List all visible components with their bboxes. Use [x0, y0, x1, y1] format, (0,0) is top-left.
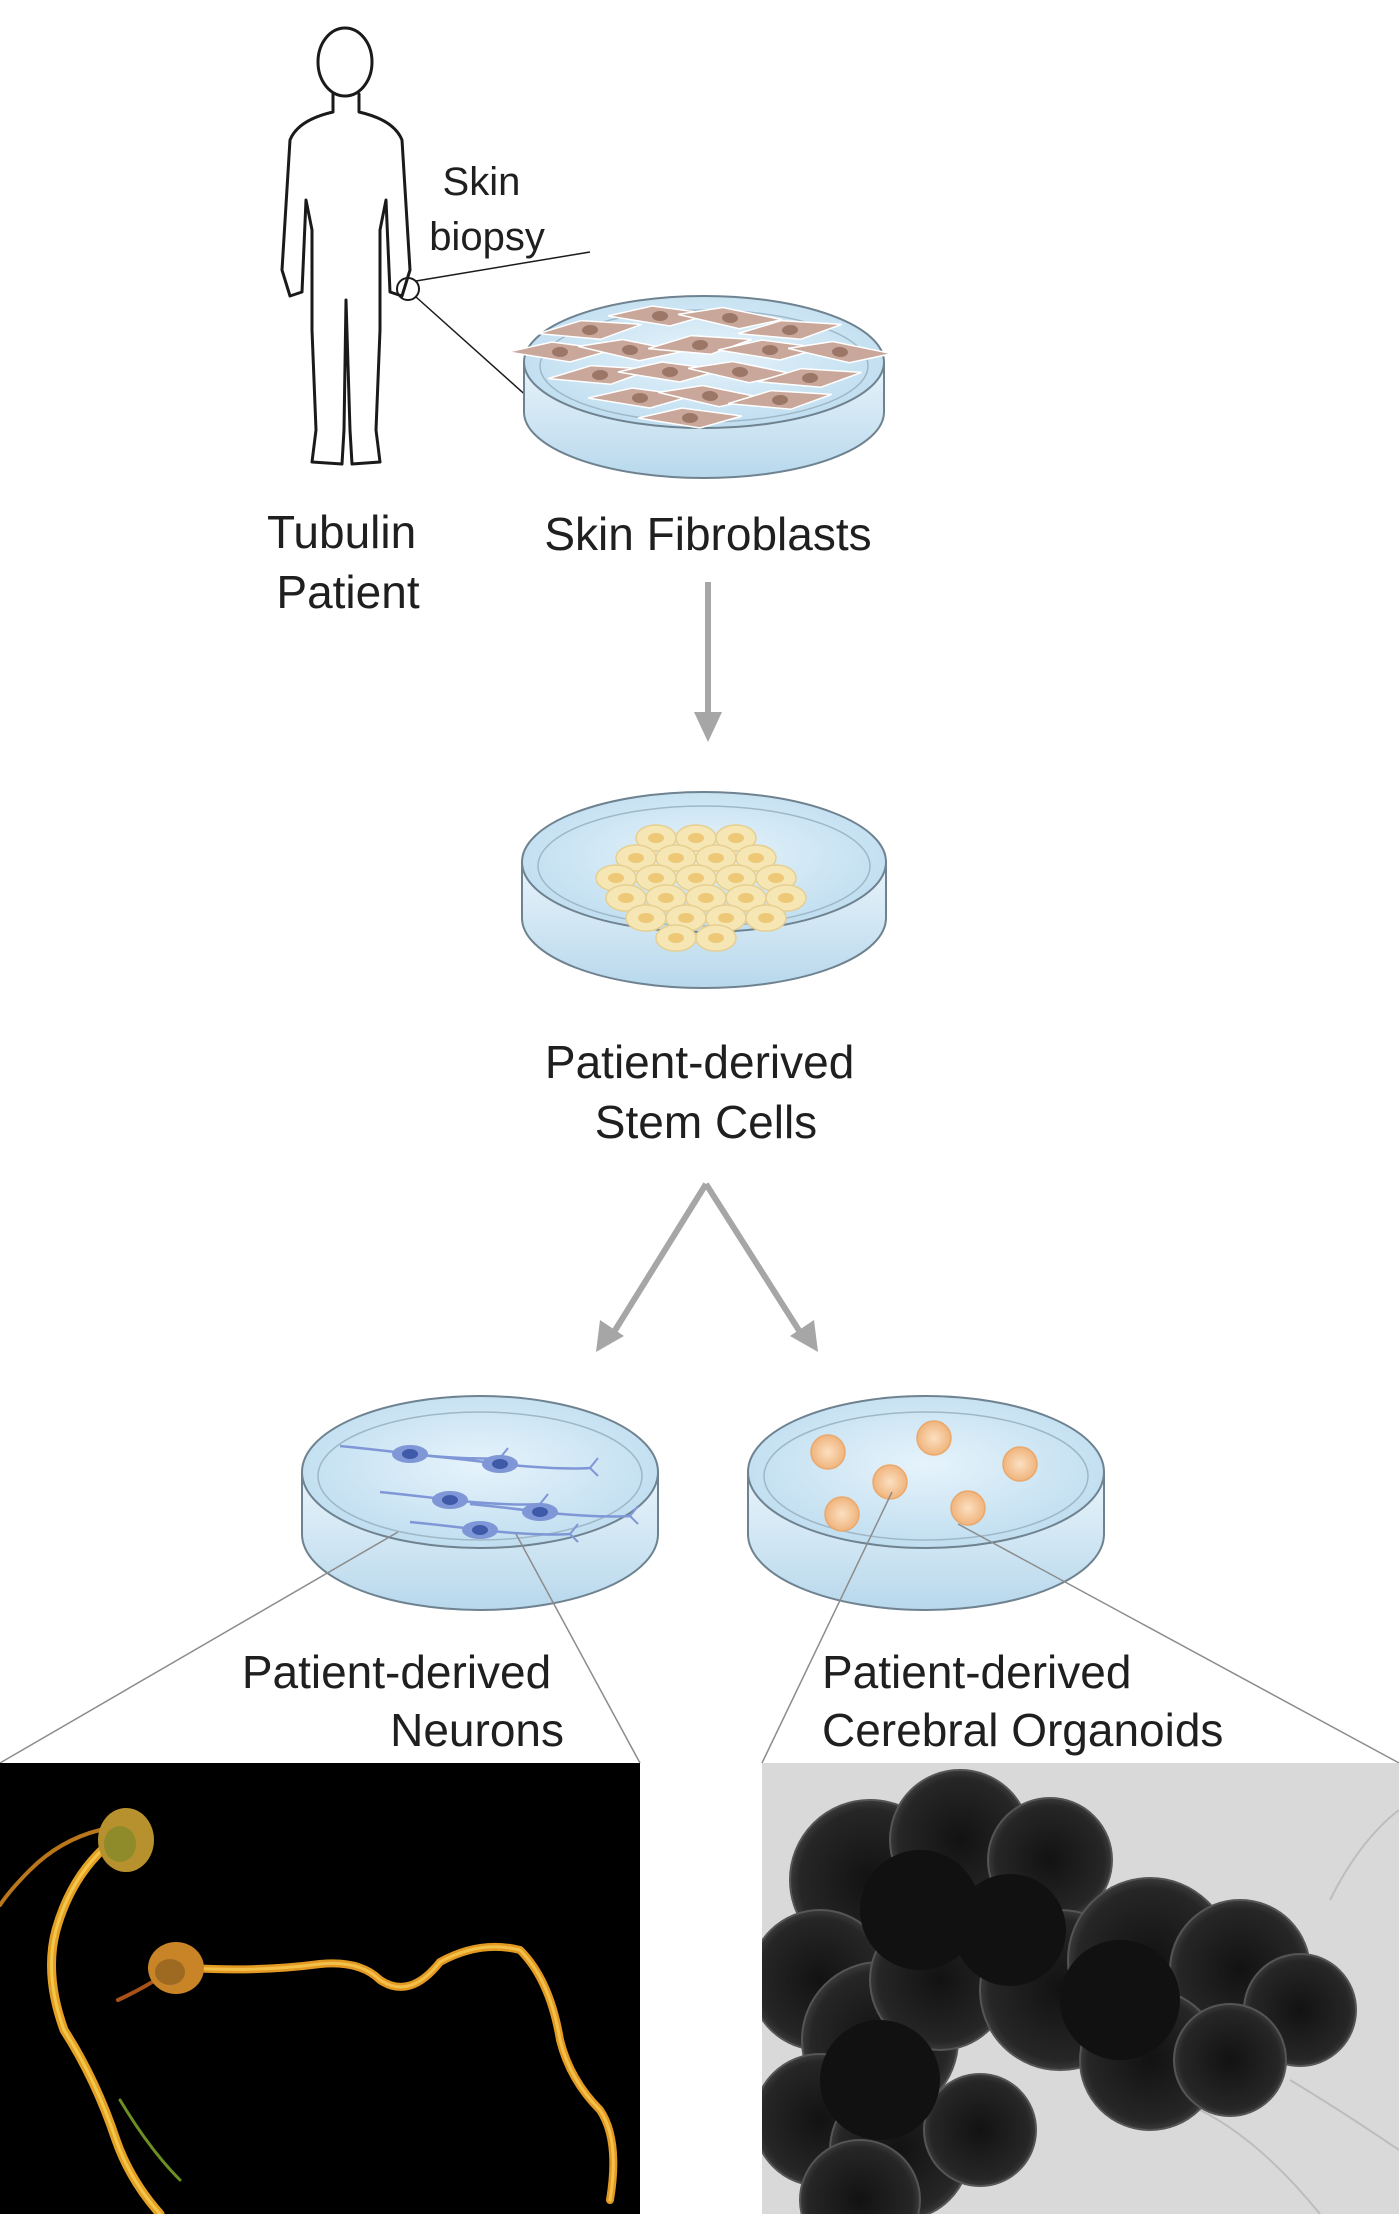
stem-cell-colony	[595, 824, 807, 952]
stem-cell	[625, 904, 667, 932]
stem-cell	[765, 884, 807, 912]
biopsy-pointer-line	[415, 251, 591, 282]
neuron-cell	[409, 1520, 579, 1543]
arrow-head-right-icon	[790, 1320, 818, 1352]
neuron-cell	[339, 1444, 509, 1467]
organoid-sphere	[872, 1464, 908, 1500]
fibroblast-cell	[537, 319, 642, 341]
fibroblast-cells	[507, 305, 893, 429]
stem-cell	[695, 924, 737, 952]
neuron-petri-dish	[301, 1395, 659, 1611]
biopsy-label: Skin biopsy	[429, 160, 545, 259]
stem-cell	[605, 884, 647, 912]
zoom-connector-lines	[0, 1491, 1399, 1764]
fibroblast-cell	[757, 367, 862, 389]
biopsy-pointer-line	[415, 296, 541, 409]
stem-cell	[655, 924, 697, 952]
patient-silhouette-icon	[280, 26, 412, 466]
neuron-cell	[429, 1454, 599, 1477]
arrow-head-left-icon	[596, 1320, 624, 1352]
neuron-cell	[379, 1490, 549, 1513]
organoid-sphere	[810, 1434, 846, 1470]
stem-cell	[645, 884, 687, 912]
neuron-micrograph	[0, 1763, 640, 2214]
fibroblast-cell	[637, 407, 743, 429]
stem-cell-petri-dish	[521, 791, 887, 989]
organoids-label: Patient-derived Cerebral Organoids	[822, 1646, 1223, 1756]
organoid-spheres	[810, 1420, 1038, 1532]
fibroblast-petri-dish	[507, 295, 893, 479]
stem-cell	[745, 904, 787, 932]
fibroblast-cell	[727, 389, 832, 411]
organoid-sphere	[824, 1496, 860, 1532]
fibroblast-cell	[647, 334, 752, 356]
fibroblast-cell	[787, 340, 893, 364]
stem-cell	[685, 884, 727, 912]
stem-cells-label: Patient-derived Stem Cells	[545, 1036, 867, 1148]
fibroblast-cell	[737, 319, 842, 341]
neuron-cell	[469, 1502, 639, 1525]
arrow-down-icon	[694, 582, 722, 742]
patient-label: Tubulin Patient	[267, 506, 429, 618]
organoid-petri-dish	[747, 1395, 1105, 1611]
fibroblasts-label: Skin Fibroblasts	[544, 508, 871, 560]
biopsy-site-circle	[396, 277, 420, 301]
arrow-split-icon	[611, 1182, 803, 1334]
organoid-sphere	[950, 1490, 986, 1526]
stem-cell	[715, 824, 757, 852]
fibroblast-cell	[717, 339, 823, 361]
organoid-micrograph	[762, 1763, 1399, 2214]
neurons-label: Patient-derived Neurons	[242, 1646, 564, 1756]
neuron-cells	[339, 1444, 639, 1543]
stem-cell	[735, 844, 777, 872]
organoid-sphere	[916, 1420, 952, 1456]
stem-cell	[635, 824, 677, 852]
fibroblast-cell	[677, 306, 783, 330]
organoid-sphere	[1002, 1446, 1038, 1482]
